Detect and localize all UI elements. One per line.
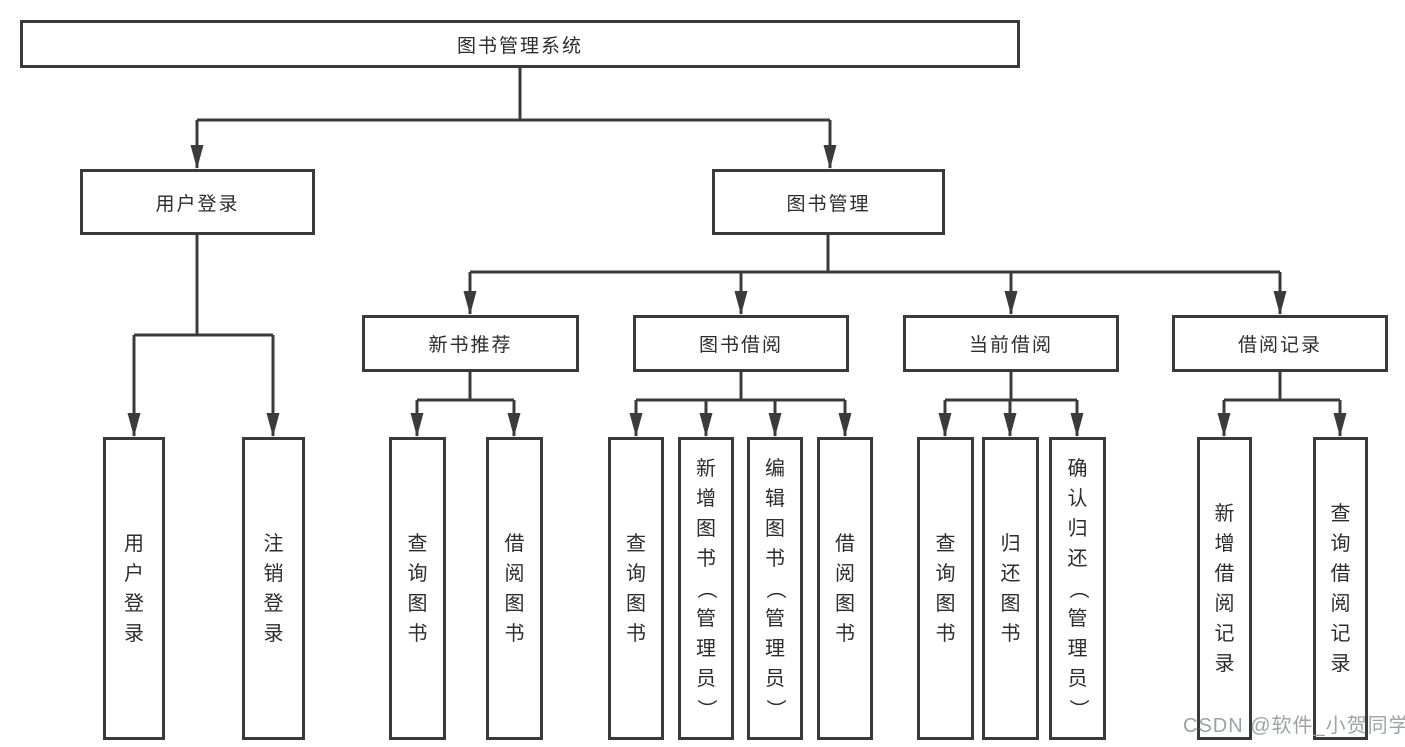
connector-root-to-children [190,68,837,169]
connector-current-borrow-to-children [938,372,1084,437]
connector-book-management-to-children [463,235,1287,315]
connector-user-login-to-children [127,235,280,437]
node-borrow-records: 借阅记录 [1172,315,1388,372]
leaf-return-books: 归还图书 [982,437,1039,740]
node-library-system-root: 图书管理系统 [20,20,1020,68]
leaf-user-login: 用户登录 [103,437,165,740]
leaf-query-borrow-record: 查询借阅记录 [1313,437,1368,740]
leaf-query-books-recommend: 查询图书 [389,437,446,740]
node-new-book-recommend: 新书推荐 [362,315,579,372]
leaf-logout: 注销登录 [242,437,305,740]
node-book-management: 图书管理 [712,169,945,235]
leaf-add-books-admin: 新增图书（管理员） [678,437,734,740]
connector-new-book-recommend-to-children [410,372,521,437]
leaf-edit-books-admin: 编辑图书（管理员） [747,437,803,740]
node-user-login: 用户登录 [80,169,315,235]
leaf-query-books-borrow: 查询图书 [608,437,664,740]
connector-book-borrow-to-children [629,372,852,437]
leaf-add-borrow-record: 新增借阅记录 [1197,437,1252,740]
node-book-borrow: 图书借阅 [633,315,849,372]
leaf-borrow-books: 借阅图书 [817,437,873,740]
leaf-confirm-return-admin: 确认归还（管理员） [1049,437,1106,740]
csdn-watermark: CSDN @软件_小贺同学 [1183,715,1405,737]
connector-borrow-records-to-children [1217,372,1347,437]
leaf-borrow-books-recommend: 借阅图书 [486,437,543,740]
leaf-query-books-current: 查询图书 [917,437,974,740]
node-current-borrow: 当前借阅 [903,315,1119,372]
